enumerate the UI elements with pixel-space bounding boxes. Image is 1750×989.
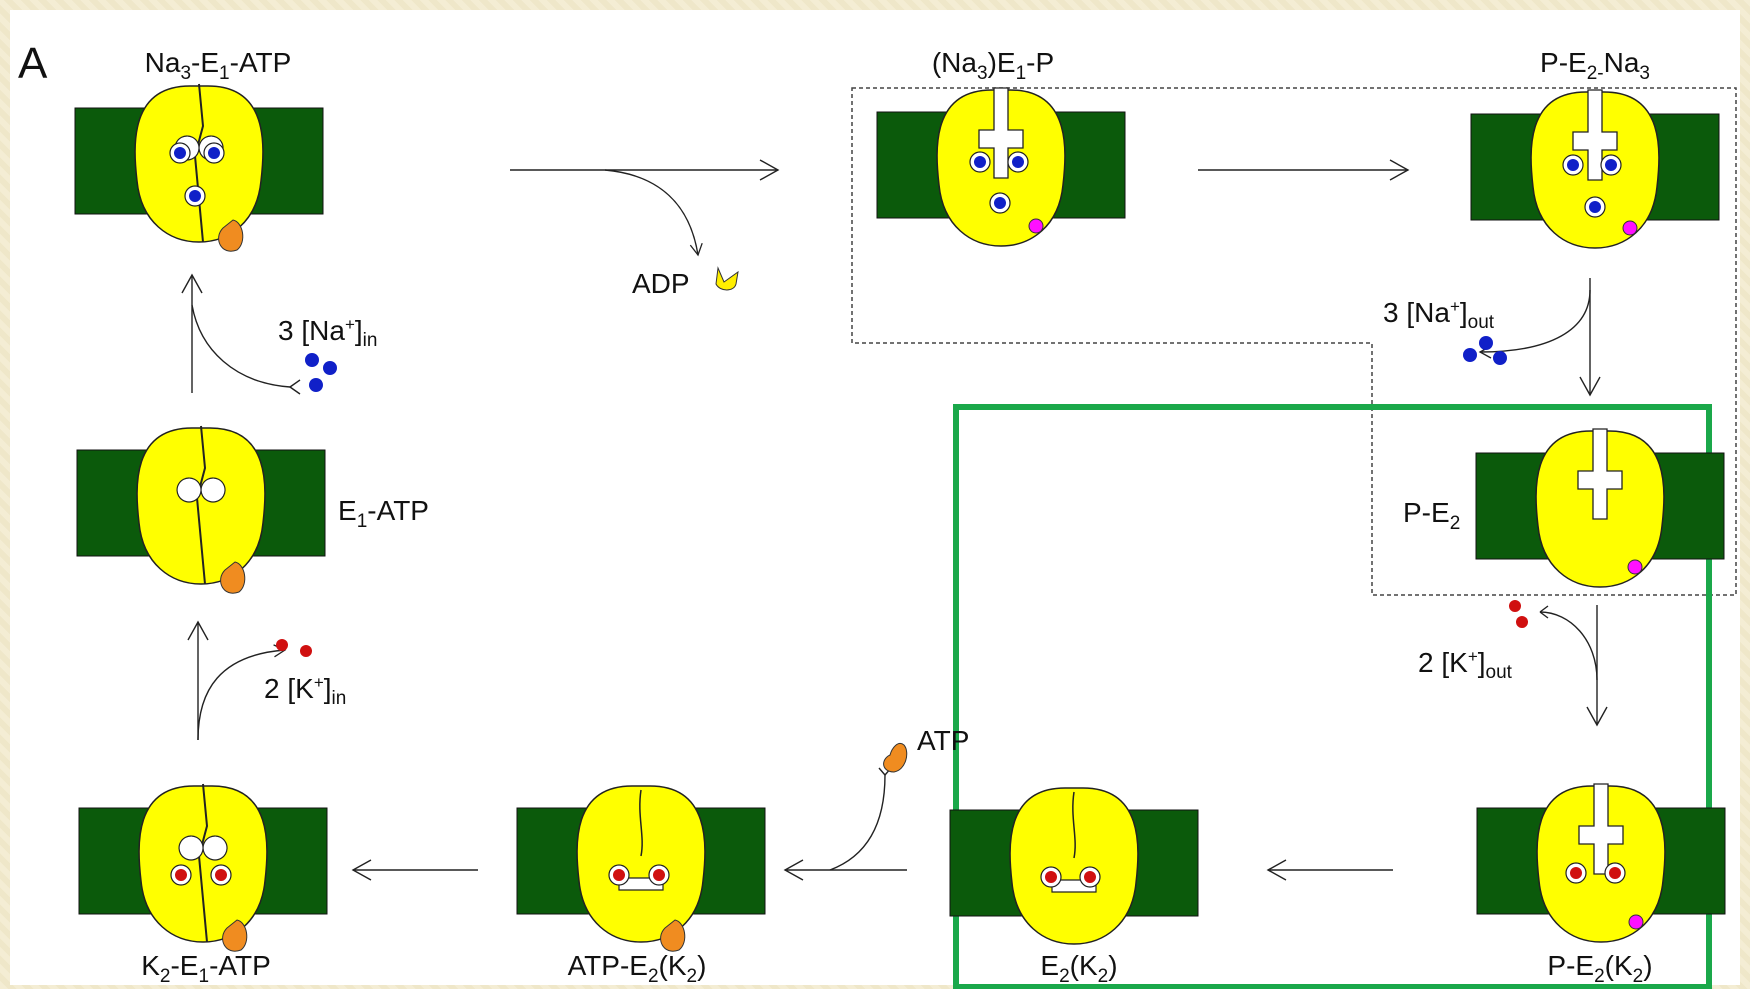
pump-channel: [1572, 89, 1618, 181]
free-sodium-out: [1463, 336, 1507, 365]
ion-core: [613, 869, 625, 881]
ion-core: [1567, 159, 1579, 171]
pump-cleft: [195, 425, 207, 585]
pump-protein: [136, 427, 266, 585]
ion-core: [174, 147, 186, 159]
label-p-e2-k2: P-E2(K2): [1547, 950, 1652, 987]
ion-core: [215, 869, 227, 881]
pump-protein: [576, 785, 706, 943]
pump-na3-e1-atp: [74, 83, 324, 252]
label-na3-e1-atp: Na3-E1-ATP: [145, 47, 292, 84]
pump-k2-e1-atp: [78, 783, 328, 952]
pump-cleft: [639, 789, 643, 857]
bound-atp: [220, 561, 246, 594]
phosphate-group: [1627, 559, 1643, 575]
label-k-in: 2 [K+]in: [264, 673, 346, 709]
pump-protein: [134, 85, 264, 243]
label-adp: ADP: [632, 268, 690, 299]
free-potassium-out: [1509, 600, 1528, 628]
pump-cleft: [197, 783, 209, 943]
arrow-atp-binding: [829, 774, 886, 871]
atp-icon: [883, 742, 908, 773]
pump-na3e1p: [876, 87, 1126, 247]
label-atp: ATP: [917, 725, 969, 756]
highlight-box: [953, 404, 1712, 989]
pump-p-e2: [1475, 428, 1725, 588]
ion-core: [1589, 201, 1601, 213]
ion-core: [208, 147, 220, 159]
phosphate-group: [1622, 220, 1638, 236]
arrow-na-out-release: [1478, 289, 1591, 359]
ion-core: [175, 869, 187, 881]
arrow-k-out-binding: [1539, 611, 1598, 681]
pump-p-e2-na3: [1470, 89, 1720, 249]
label-na3e1p: (Na3)E1-P: [932, 47, 1054, 84]
label-atp-e2-k2: ATP-E2(K2): [568, 950, 707, 987]
label-e1-atp: E1-ATP: [338, 495, 429, 532]
ion-core: [653, 869, 665, 881]
ion-core: [994, 197, 1006, 209]
free-potassium-in: [276, 639, 312, 657]
arrow-na-in-binding: [191, 304, 291, 388]
pump-protein: [1009, 787, 1139, 945]
ion-core: [1609, 867, 1621, 879]
arrow-k-in-release: [197, 644, 287, 741]
phosphate-group: [1628, 914, 1644, 930]
k-out-fork: [1539, 605, 1549, 619]
ion-core: [1605, 159, 1617, 171]
bound-atp: [660, 919, 686, 952]
pump-atp-e2-k2: [516, 785, 766, 952]
ion-core: [1084, 871, 1096, 883]
pump-channel: [1577, 428, 1623, 520]
pump-p-e2-k2: [1476, 783, 1726, 943]
label-na-out: 3 [Na+]out: [1383, 297, 1495, 333]
phosphate-group: [1028, 218, 1044, 234]
pump-e2-k2: [949, 787, 1199, 945]
pump-cleft: [1072, 791, 1076, 859]
label-k-out: 2 [K+]out: [1418, 647, 1513, 683]
pump-e1-atp: [76, 425, 326, 594]
ion-core: [1570, 867, 1582, 879]
occluded-region-outline: [851, 87, 1737, 596]
bound-atp: [222, 919, 248, 952]
ion-core: [1012, 156, 1024, 168]
ion-core: [189, 190, 201, 202]
na-in-fork: [289, 379, 301, 395]
label-e2-k2: E2(K2): [1040, 950, 1117, 987]
reaction-arrows: [181, 159, 1608, 881]
label-na-in: 3 [Na+]in: [278, 315, 377, 351]
ion-core: [1045, 871, 1057, 883]
bound-atp: [218, 219, 244, 252]
binding-pocket: [178, 835, 228, 861]
label-p-e2-na3: P-E2-Na3: [1540, 47, 1650, 84]
label-k2-e1-atp: K2-E1-ATP: [141, 950, 271, 987]
ion-core: [974, 156, 986, 168]
pump-protein: [138, 785, 268, 943]
arrow-adp-release: [604, 169, 703, 257]
adp-icon: [715, 266, 739, 291]
binding-pocket: [176, 477, 226, 503]
pump-channel: [978, 87, 1024, 179]
free-sodium-in: [305, 353, 337, 392]
label-p-e2: P-E2: [1403, 497, 1460, 534]
panel-label: A: [18, 39, 48, 88]
